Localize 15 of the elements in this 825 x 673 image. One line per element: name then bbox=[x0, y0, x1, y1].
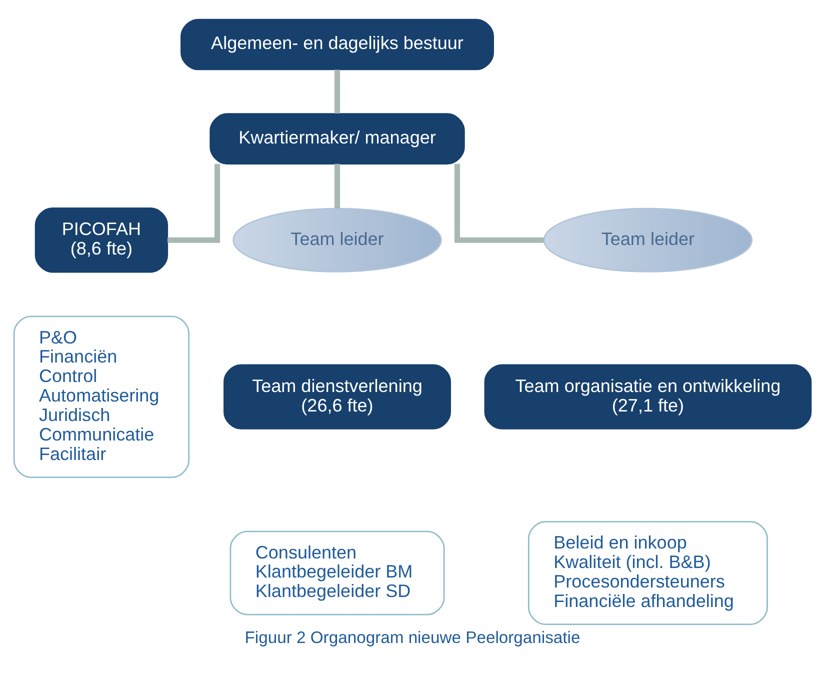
connector bbox=[167, 164, 220, 243]
node-box: Consulenten Klantbegeleider BM Klantbegeleider SD bbox=[230, 530, 445, 616]
connector bbox=[334, 164, 340, 208]
node-box: Team dienstverlening (26,6 fte) bbox=[224, 364, 451, 430]
node-box: Kwartiermaker/ manager bbox=[210, 113, 465, 164]
node-box: PICOFAH (8,6 fte) bbox=[34, 208, 168, 273]
caption: Figuur 2 Organogram nieuwe Peelorganisatie bbox=[244, 628, 580, 648]
node-box: Team organisatie en ontwikkeling (27,1 fte) bbox=[484, 364, 812, 430]
node-ellipse: Team leider bbox=[232, 208, 442, 272]
node-ellipse: Team leider bbox=[543, 208, 753, 272]
connector bbox=[454, 164, 544, 243]
node-box: Beleid en inkoop Kwaliteit (incl. B&B) Procesondersteuners Financiële afhandeling bbox=[528, 520, 768, 626]
node-box: Algemeen- en dagelijks bestuur bbox=[180, 18, 494, 70]
connector bbox=[334, 70, 340, 114]
node-box: P&O Financiën Control Automatisering Juridisch Communicatie Facilitair bbox=[13, 316, 190, 478]
